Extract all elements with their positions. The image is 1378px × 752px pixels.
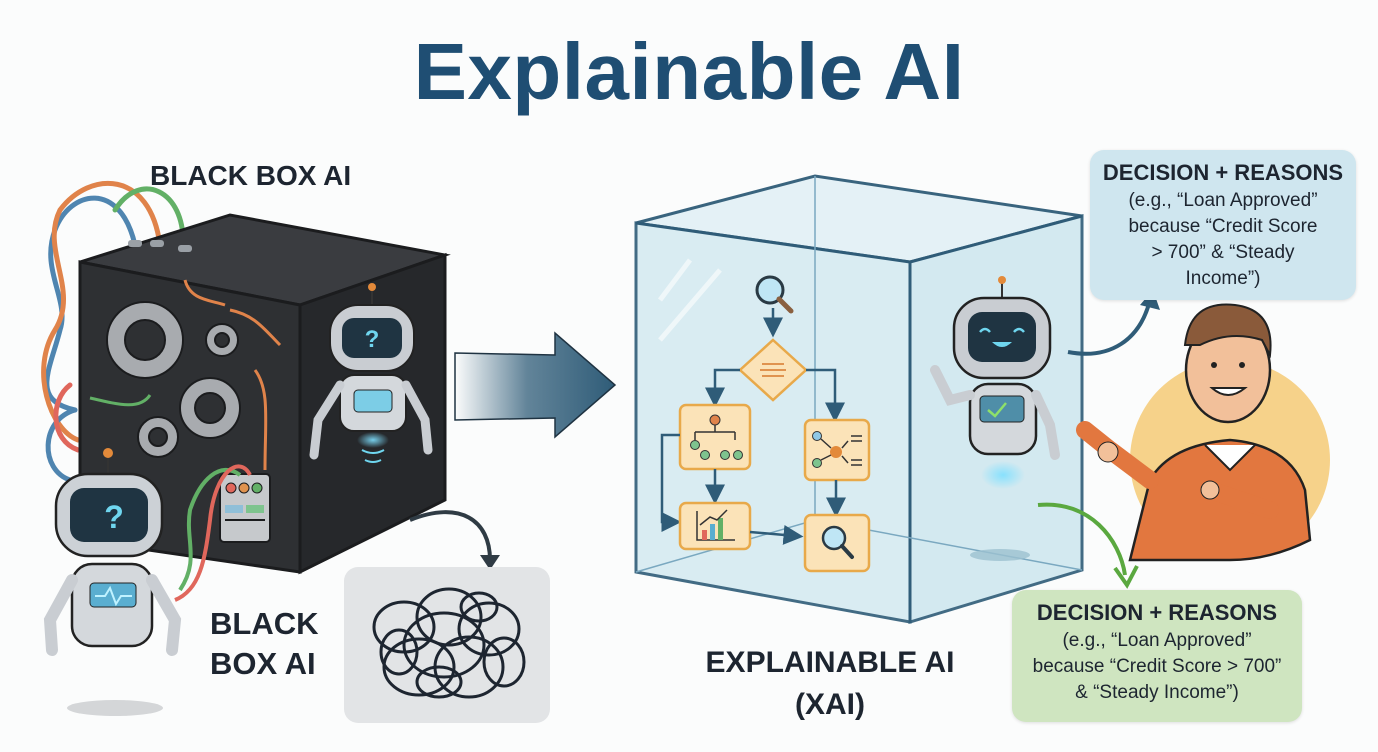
cables xyxy=(41,180,186,483)
page-title: Explainable AI xyxy=(413,27,965,116)
bubble-text-line: Income”) xyxy=(1185,268,1261,289)
black-box-caption-line2: BOX AI xyxy=(210,646,316,681)
big-right-arrow-icon xyxy=(454,331,617,439)
bubble-text-line: (e.g., “Loan Approved” xyxy=(1062,630,1252,651)
flow-diagram xyxy=(660,275,871,573)
bubble-text-line: & “Steady Income”) xyxy=(1075,682,1239,703)
curved-arrow-icon xyxy=(409,510,492,561)
tangled-scribble-panel xyxy=(344,567,550,723)
xai-caption-line1: EXPLAINABLE AI xyxy=(705,646,955,679)
question-mark-icon: ? xyxy=(365,326,380,353)
bubble-text-line: because “Credit Score xyxy=(1128,216,1318,237)
decision-diamond-icon xyxy=(738,338,808,402)
bubble-heading: DECISION + REASONS xyxy=(1102,160,1344,185)
confused-robot-icon: ? xyxy=(43,448,182,716)
tangled-scribble-icon xyxy=(372,587,526,699)
decision-reasons-bubble-green: DECISION + REASONS (e.g., “Loan Approved… xyxy=(1012,590,1302,722)
inspect-card-icon xyxy=(803,513,871,573)
status-panel xyxy=(219,473,271,543)
person-illustration xyxy=(1076,303,1330,562)
black-box-caption-line1: BLACK xyxy=(210,606,319,641)
curved-arrow-icon xyxy=(1037,502,1127,576)
happy-robot-icon xyxy=(930,276,1060,489)
gear-icon xyxy=(106,301,241,458)
xai-caption-line2: (XAI) xyxy=(795,688,865,721)
bubble-text-line: (e.g., “Loan Approved” xyxy=(1128,190,1318,211)
confused-robot-icon: ? xyxy=(309,283,433,463)
magnifier-icon xyxy=(755,275,794,314)
decision-reasons-bubble-blue: DECISION + REASONS (e.g., “Loan Approved… xyxy=(1090,150,1356,300)
black-box-caption: BLACK BOX AI xyxy=(210,604,319,684)
explainable-ai-caption: EXPLAINABLE AI (XAI) xyxy=(660,642,1000,726)
curved-arrow-icon xyxy=(1067,299,1152,356)
bar-chart-card-icon xyxy=(678,501,752,551)
feature-network-card-icon xyxy=(803,418,871,482)
bubble-text-line: > 700” & “Steady xyxy=(1151,242,1295,263)
shadow xyxy=(67,700,163,716)
bubble-text-line: because “Credit Score > 700” xyxy=(1032,656,1282,677)
question-mark-icon: ? xyxy=(104,499,124,535)
black-box-label: BLACK BOX AI xyxy=(150,160,352,191)
hierarchy-card-icon xyxy=(678,403,752,471)
bubble-heading: DECISION + REASONS xyxy=(1036,600,1278,625)
